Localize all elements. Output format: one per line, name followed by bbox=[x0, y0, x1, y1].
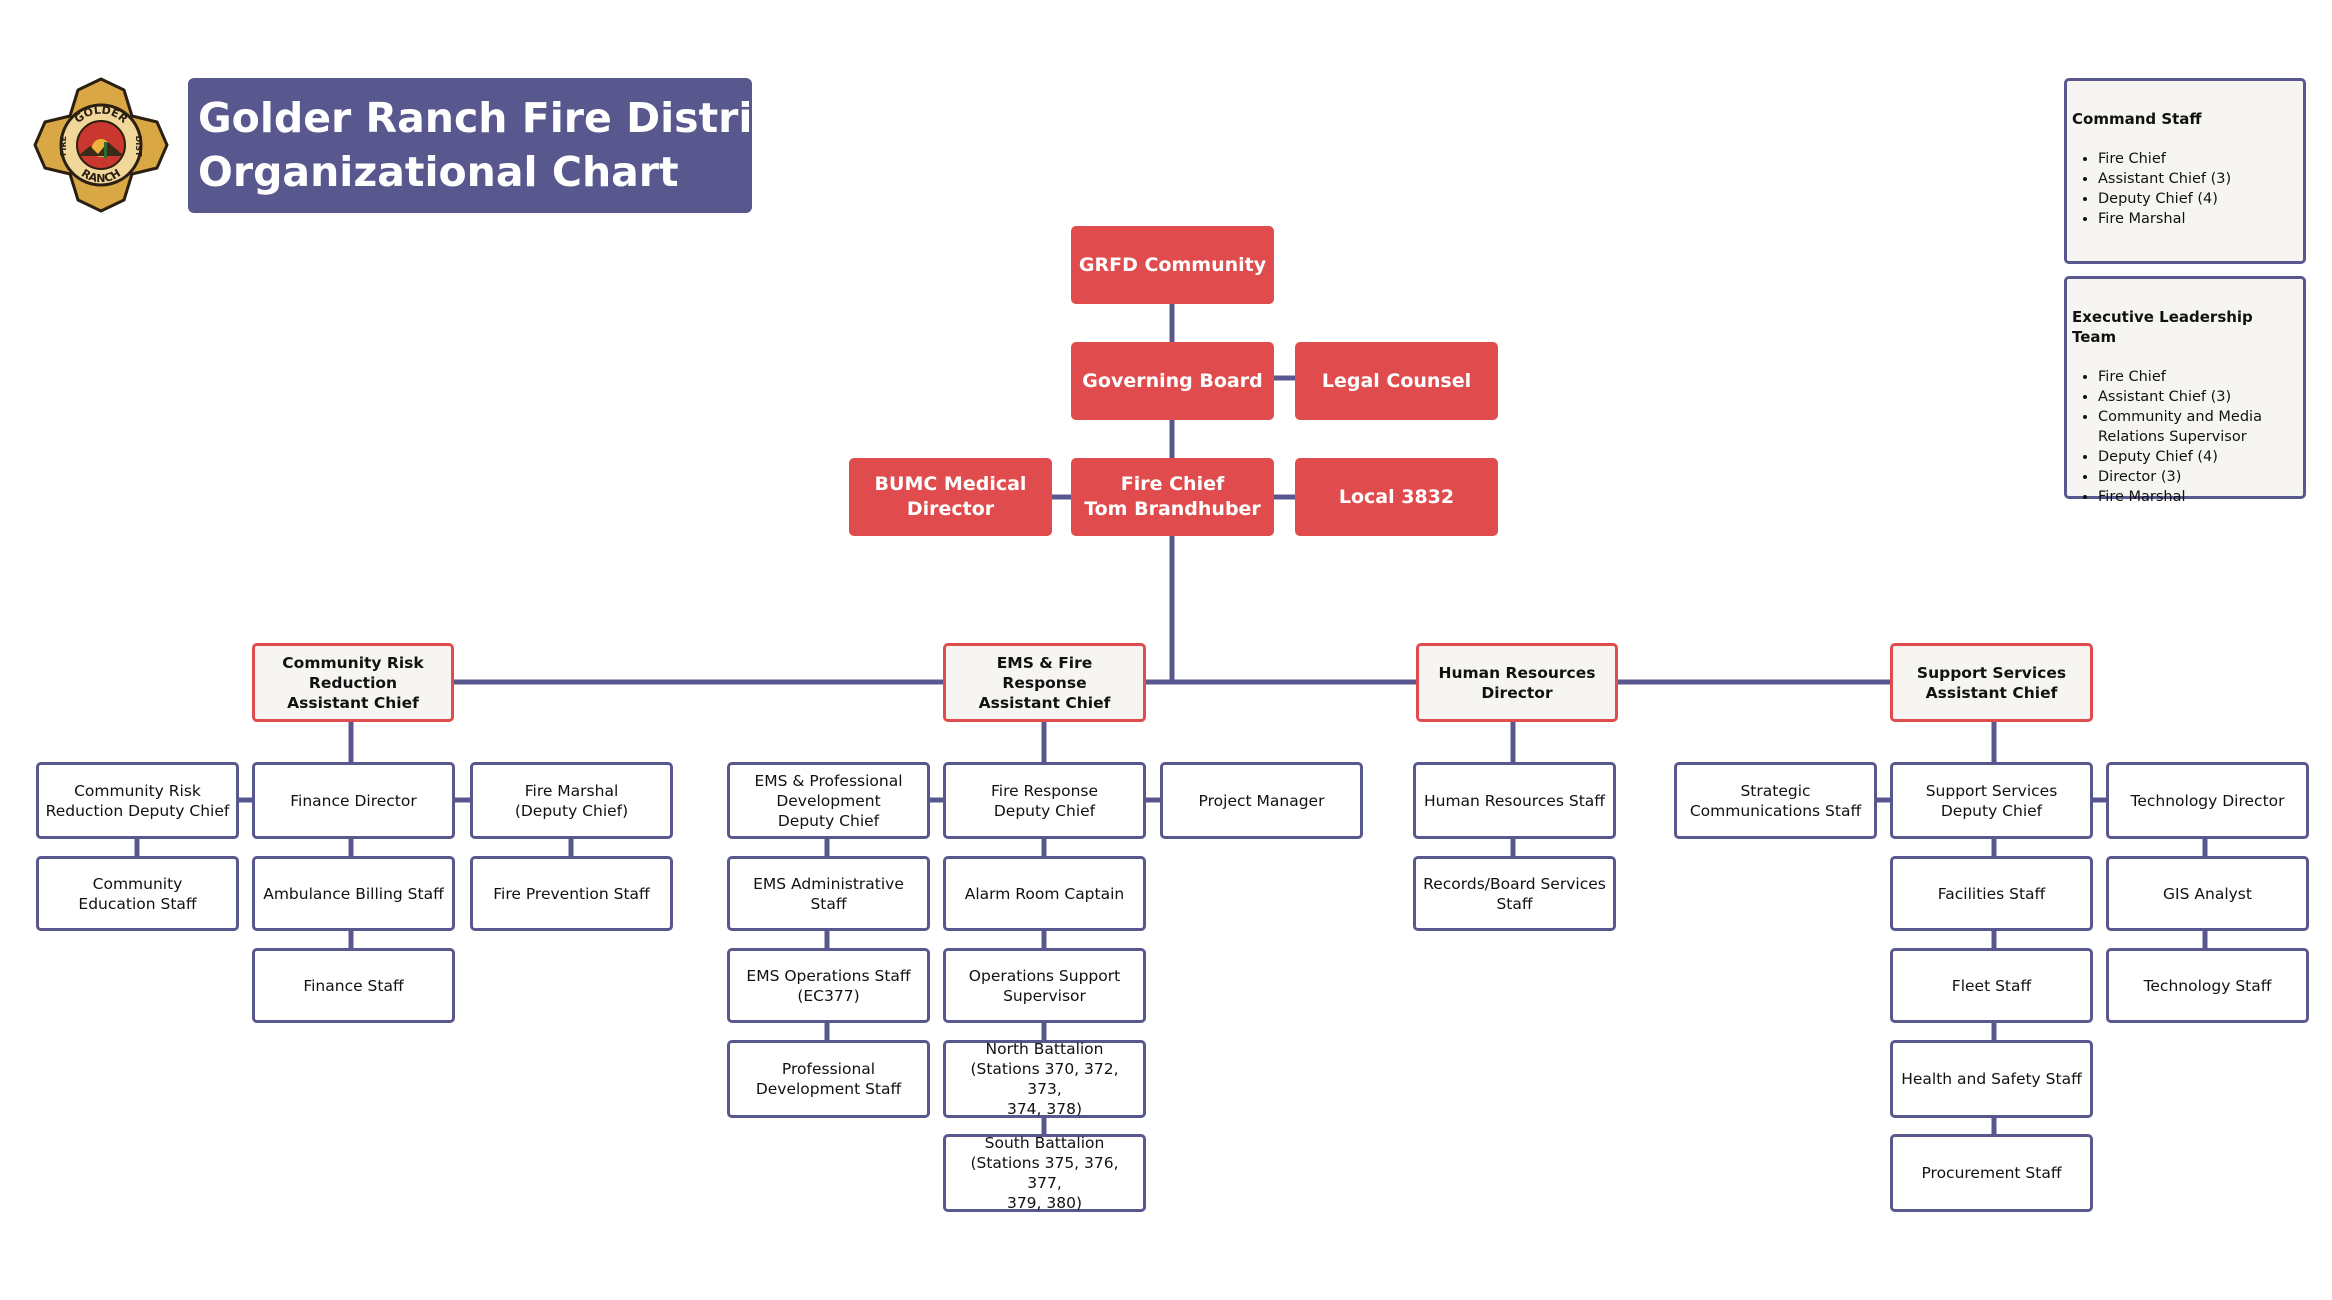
chart-title: Golder Ranch Fire District Organizationa… bbox=[188, 78, 797, 213]
logo-top-text: GOLDER bbox=[72, 103, 131, 126]
fire-marshal-box: Fire Marshal (Deputy Chief) bbox=[470, 762, 673, 839]
crr-assistant-chief-box: Community Risk Reduction Assistant Chief bbox=[252, 643, 454, 722]
alarm-room-captain-box: Alarm Room Captain bbox=[943, 856, 1146, 931]
fleet-staff-box: Fleet Staff bbox=[1890, 948, 2093, 1023]
crr-deputy-chief-box: Community Risk Reduction Deputy Chief bbox=[36, 762, 239, 839]
community-education-staff-box: Community Education Staff bbox=[36, 856, 239, 931]
hr-director-box: Human Resources Director bbox=[1416, 643, 1618, 722]
procurement-staff-box: Procurement Staff bbox=[1890, 1134, 2093, 1212]
chart-title-line-2: Organizational Chart bbox=[198, 148, 679, 196]
command-staff-title: Command Staff bbox=[2072, 110, 2202, 128]
legend-item: Community and Media Relations Supervisor bbox=[2098, 407, 2295, 447]
technology-director-box: Technology Director bbox=[2106, 762, 2309, 839]
legend-item: Fire Chief bbox=[2098, 149, 2295, 169]
south-battalion-box: South Battalion (Stations 375, 376, 377,… bbox=[943, 1134, 1146, 1212]
grfd-community-box: GRFD Community bbox=[1071, 226, 1274, 304]
legend-item: Deputy Chief (4) bbox=[2098, 189, 2295, 209]
legend-item: Fire Marshal bbox=[2098, 209, 2295, 229]
gis-analyst-box: GIS Analyst bbox=[2106, 856, 2309, 931]
local-3832-box: Local 3832 bbox=[1295, 458, 1498, 536]
legend-item: Assistant Chief (3) bbox=[2098, 169, 2295, 189]
support-assistant-chief-box: Support Services Assistant Chief bbox=[1890, 643, 2093, 722]
command-staff-legend: Command Staff Fire Chief Assistant Chief… bbox=[2064, 78, 2306, 264]
legal-counsel-box: Legal Counsel bbox=[1295, 342, 1498, 420]
technology-staff-box: Technology Staff bbox=[2106, 948, 2309, 1023]
professional-development-staff-box: Professional Development Staff bbox=[727, 1040, 930, 1118]
logo-right-text: DIST bbox=[134, 136, 143, 157]
executive-leadership-title: Executive Leadership Team bbox=[2072, 308, 2253, 346]
legend-item: Assistant Chief (3) bbox=[2098, 387, 2295, 407]
operations-support-supervisor-box: Operations Support Supervisor bbox=[943, 948, 1146, 1023]
bumc-medical-director-box: BUMC Medical Director bbox=[849, 458, 1052, 536]
north-battalion-box: North Battalion (Stations 370, 372, 373,… bbox=[943, 1040, 1146, 1118]
command-staff-list: Fire Chief Assistant Chief (3) Deputy Ch… bbox=[2072, 149, 2295, 229]
legend-item: Fire Chief bbox=[2098, 367, 2295, 387]
facilities-staff-box: Facilities Staff bbox=[1890, 856, 2093, 931]
executive-leadership-list: Fire Chief Assistant Chief (3) Community… bbox=[2072, 367, 2295, 507]
health-and-safety-staff-box: Health and Safety Staff bbox=[1890, 1040, 2093, 1118]
ems-deputy-chief-box: EMS & Professional Development Deputy Ch… bbox=[727, 762, 930, 839]
legend-item: Deputy Chief (4) bbox=[2098, 447, 2295, 467]
strategic-communications-staff-box: Strategic Communications Staff bbox=[1674, 762, 1877, 839]
executive-leadership-legend: Executive Leadership Team Fire Chief Ass… bbox=[2064, 276, 2306, 505]
records-board-services-staff-box: Records/Board Services Staff bbox=[1413, 856, 1616, 931]
legend-item: Director (3) bbox=[2098, 467, 2295, 487]
human-resources-staff-box: Human Resources Staff bbox=[1413, 762, 1616, 839]
logo-bottom-text: RANCH bbox=[79, 167, 123, 185]
support-services-deputy-chief-box: Support Services Deputy Chief bbox=[1890, 762, 2093, 839]
logo-left-text: FIRE bbox=[59, 136, 68, 156]
ems-operations-staff-box: EMS Operations Staff (EC377) bbox=[727, 948, 930, 1023]
ems-administrative-staff-box: EMS Administrative Staff bbox=[727, 856, 930, 931]
district-logo: GOLDER RANCH FIRE DIST bbox=[33, 77, 169, 213]
finance-director-box: Finance Director bbox=[252, 762, 455, 839]
finance-staff-box: Finance Staff bbox=[252, 948, 455, 1023]
chart-title-line-1: Golder Ranch Fire District bbox=[198, 94, 797, 142]
fire-response-deputy-chief-box: Fire Response Deputy Chief bbox=[943, 762, 1146, 839]
legend-item: Fire Marshal bbox=[2098, 487, 2295, 507]
ems-assistant-chief-box: EMS & Fire Response Assistant Chief bbox=[943, 643, 1146, 722]
governing-board-box: Governing Board bbox=[1071, 342, 1274, 420]
fire-chief-box: Fire Chief Tom Brandhuber bbox=[1071, 458, 1274, 536]
ambulance-billing-staff-box: Ambulance Billing Staff bbox=[252, 856, 455, 931]
fire-prevention-staff-box: Fire Prevention Staff bbox=[470, 856, 673, 931]
project-manager-box: Project Manager bbox=[1160, 762, 1363, 839]
